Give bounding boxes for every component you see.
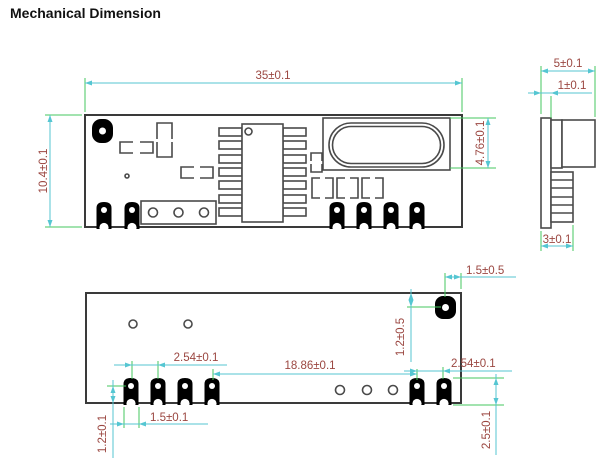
ic-package [218, 123, 307, 223]
dim-top-width: 35±0.1 [84, 70, 463, 112]
side-view-crystal-body [561, 119, 596, 168]
dim-side-pcb-thickness: 1±0.1 [528, 80, 592, 118]
bottom-view-board-outline [85, 292, 462, 404]
dim-side-bottom-width: 3±0.1 [540, 225, 574, 251]
dim-hole-to-edge-x: 1.5±0.5 [444, 265, 516, 297]
dim-label-side-pcb-thickness: 1±0.1 [558, 80, 587, 92]
dim-pad-length: 2.5±0.1 [453, 374, 504, 455]
top-view: 35±0.1 10.4±0.1 4.76±0.1 [38, 70, 496, 233]
dim-pad-width: 1.5±0.1 [110, 407, 208, 428]
dim-crystal-height: 4.76±0.1 [450, 117, 496, 169]
side-view-pcb-slab [540, 117, 552, 229]
dim-left-pin-pitch: 2.54±0.1 [114, 352, 227, 379]
dim-label-pin-group-spacing: 18.86±0.1 [284, 360, 335, 372]
dim-label-hole-to-edge-x: 1.5±0.5 [466, 265, 504, 277]
dim-label-pad-length: 2.5±0.1 [481, 411, 493, 449]
dim-label-side-bottom-width: 3±0.1 [543, 234, 572, 246]
dim-hole-to-edge-y: 1.2±0.5 [395, 289, 441, 362]
dim-top-height: 10.4±0.1 [38, 114, 82, 228]
crystal [322, 117, 451, 171]
dim-right-pin-pitch: 2.54±0.1 [404, 358, 512, 379]
dim-label-top-width: 35±0.1 [255, 70, 290, 82]
dim-pin-group-spacing: 18.86±0.1 [212, 360, 418, 380]
side-view-pin-stack [550, 171, 574, 223]
connector-footprint [140, 200, 217, 225]
dim-label-side-total-width: 5±0.1 [554, 58, 583, 70]
dim-label-crystal-height: 4.76±0.1 [475, 121, 487, 166]
ic-body [241, 123, 284, 223]
dim-pad-hole-offset: 1.2±0.1 [97, 380, 126, 458]
bottom-view: 1.5±0.5 1.2±0.5 2.54±0.1 18.86±0 [85, 265, 516, 458]
dim-label-left-pin-pitch: 2.54±0.1 [174, 352, 219, 364]
bottom-view-holes [128, 319, 399, 396]
dim-label-pad-hole-offset: 1.2±0.1 [97, 415, 109, 453]
page-title: Mechanical Dimension [10, 5, 161, 21]
via-dot [124, 173, 130, 179]
dim-side-total-width: 5±0.1 [540, 58, 596, 117]
dim-label-hole-to-edge-y: 1.2±0.5 [395, 318, 407, 356]
dim-label-right-pin-pitch: 2.54±0.1 [451, 358, 496, 370]
ic-pin1-marker [244, 127, 253, 136]
dim-label-top-height: 10.4±0.1 [38, 149, 50, 194]
dim-label-pad-width: 1.5±0.1 [150, 412, 188, 424]
side-view: 5±0.1 1±0.1 3±0.1 [528, 58, 596, 251]
bottom-view-mounting-pad [435, 296, 456, 319]
smd-component-pads [119, 122, 384, 199]
mounting-hole [92, 119, 113, 143]
side-view-crystal-base [550, 119, 563, 169]
